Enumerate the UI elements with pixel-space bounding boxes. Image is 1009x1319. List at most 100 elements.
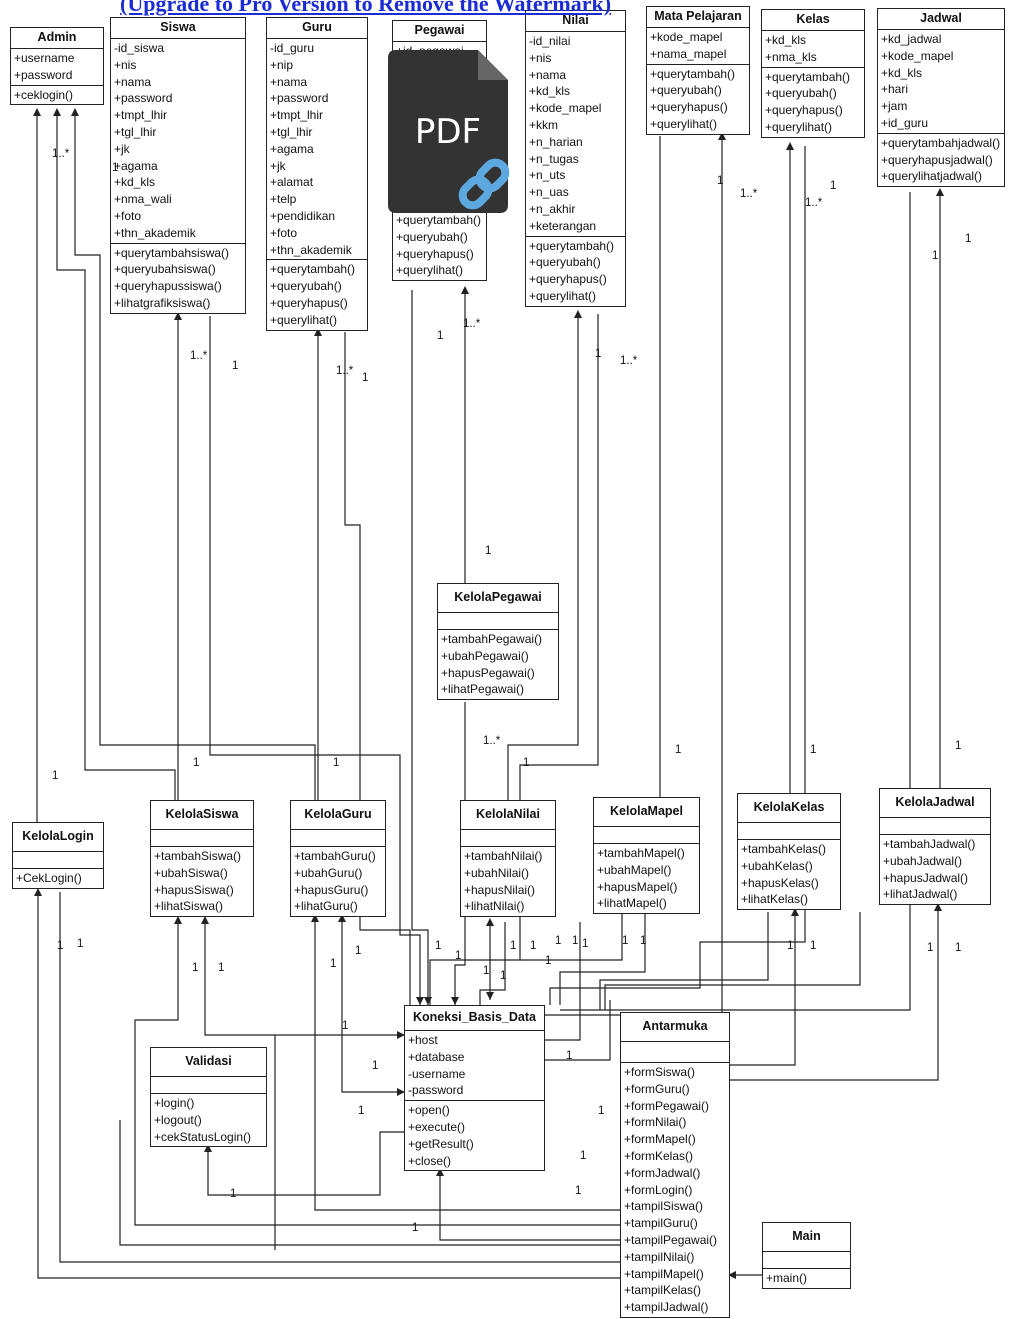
attribute-item: +thn_akademik (270, 242, 352, 257)
methods: +tambahSiswa()+ubahSiswa()+hapusSiswa()+… (151, 847, 253, 916)
attribute-item: +nama (529, 67, 567, 82)
class-antarmuka[interactable]: Antarmuka +formSiswa()+formGuru()+formPe… (620, 1012, 730, 1318)
method-item: +hapusPegawai() (441, 665, 535, 680)
attribute-item: +hari (881, 82, 909, 97)
class-admin[interactable]: Admin +username+password +ceklogin() (10, 27, 104, 106)
class-kelolajadwal[interactable]: KelolaJadwal +tambahJadwal()+ubahJadwal(… (879, 788, 991, 906)
method-item: +lihatPegawai() (441, 682, 525, 697)
class-guru[interactable]: Guru -id_guru+nip+nama+password+tmpt_lhi… (266, 17, 368, 331)
method-item: +tampilJadwal() (624, 1300, 709, 1315)
attribute-item: +agama (270, 141, 314, 156)
class-kelas[interactable]: Kelas +kd_kls+nma_kls +querytambah()+que… (761, 9, 865, 138)
method-item: +getResult() (408, 1136, 474, 1151)
method-item: +querylihat() (765, 119, 833, 134)
method-item: +formGuru() (624, 1081, 690, 1096)
method-item: +lihatGuru() (294, 899, 358, 914)
method-item: +formNilai() (624, 1115, 687, 1130)
method-item: +ubahSiswa() (154, 865, 228, 880)
attribute-item: +nama (270, 74, 308, 89)
method-item: +queryubahsiswa() (114, 262, 216, 277)
class-name: Siswa (111, 18, 245, 39)
methods: +querytambahjadwal()+queryhapusjadwal()+… (878, 134, 1004, 186)
method-item: +queryubah() (396, 229, 468, 244)
attribute-item: +tgl_lhir (270, 124, 313, 139)
attributes (151, 1077, 266, 1094)
method-item: +hapusKelas() (741, 875, 819, 890)
attributes: -id_guru+nip+nama+password+tmpt_lhir+tgl… (267, 39, 367, 261)
class-kelolamapel[interactable]: KelolaMapel +tambahMapel()+ubahMapel()+h… (593, 797, 700, 915)
method-item: +querylihatjadwal() (881, 169, 983, 184)
attribute-item: +password (270, 91, 329, 106)
multiplicity-label: 1..* (463, 318, 481, 330)
method-item: +querytambahjadwal() (881, 135, 1001, 150)
attribute-item: +kd_kls (881, 65, 923, 80)
attributes: +username+password (11, 49, 103, 86)
methods: +open()+execute()+getResult()+close() (405, 1101, 544, 1170)
method-item: +tambahPegawai() (441, 632, 543, 646)
attribute-item: +telp (270, 192, 297, 207)
method-item: +lihatSiswa() (154, 899, 224, 914)
multiplicity-label: 1..* (620, 355, 638, 367)
method-item: +lihatNilai() (464, 899, 525, 914)
method-item: +CekLogin() (16, 871, 82, 885)
method-item: +ubahJadwal() (883, 853, 963, 868)
class-kelolasiswa[interactable]: KelolaSiswa +tambahSiswa()+ubahSiswa()+h… (150, 800, 254, 918)
class-nilai[interactable]: Nilai -id_nilai+nis+nama+kd_kls+kode_map… (525, 10, 626, 307)
method-item: +ubahNilai() (464, 865, 530, 880)
class-kelolanilai[interactable]: KelolaNilai +tambahNilai()+ubahNilai()+h… (460, 800, 556, 918)
methods: +querytambah()+queryubah()+queryhapus()+… (526, 237, 625, 306)
attributes (763, 1252, 850, 1269)
method-item: +querytambah() (396, 213, 482, 227)
attribute-item: +pendidikan (270, 208, 336, 223)
watermark-text: (Upgrade to Pro Version to Remove the Wa… (120, 0, 612, 16)
method-item: +formLogin() (624, 1182, 693, 1197)
multiplicity-label: 1 (232, 360, 239, 372)
methods: +CekLogin() (13, 869, 103, 888)
multiplicity-label: 1 (830, 180, 837, 192)
multiplicity-label: 1 (545, 955, 552, 967)
methods: +main() (763, 1269, 850, 1288)
attribute-item: +foto (270, 225, 298, 240)
method-item: +queryubah() (765, 86, 837, 101)
class-kelolapegawai[interactable]: KelolaPegawai +tambahPegawai()+ubahPegaw… (437, 583, 559, 701)
multiplicity-label: 1 (787, 940, 794, 952)
attribute-item: -id_guru (270, 41, 315, 55)
multiplicity-label: 1 (218, 962, 225, 974)
method-item: +querytambahsiswa() (114, 245, 230, 260)
attribute-item: +agama (114, 158, 158, 173)
method-item: +hapusNilai() (464, 882, 536, 897)
attribute-item: +jk (270, 158, 286, 173)
method-item: +formSiswa() (624, 1065, 696, 1079)
class-kelolakelas[interactable]: KelolaKelas +tambahKelas()+ubahKelas()+h… (737, 793, 841, 911)
class-kelolaguru[interactable]: KelolaGuru +tambahGuru()+ubahGuru()+hapu… (290, 800, 386, 918)
class-mata-pelajaran[interactable]: Mata Pelajaran +kode_mapel+nama_mapel +q… (646, 6, 750, 135)
attribute-item: +keterangan (529, 218, 597, 233)
method-item: +tambahNilai() (464, 849, 543, 863)
class-validasi[interactable]: Validasi +login()+logout()+cekStatusLogi… (150, 1047, 267, 1148)
method-item: +queryubah() (529, 255, 601, 270)
multiplicity-label: 1 (355, 945, 362, 957)
attributes: +kd_kls+nma_kls (762, 31, 864, 68)
method-item: +login() (154, 1096, 195, 1110)
class-name: Kelas (762, 10, 864, 31)
multiplicity-label: 1 (582, 938, 589, 950)
method-item: +queryhapus() (396, 246, 474, 261)
method-item: +tampilSiswa() (624, 1199, 704, 1214)
method-item: +queryubah() (650, 83, 722, 98)
multiplicity-label: 1 (640, 935, 647, 947)
attribute-item: +password (114, 91, 173, 106)
multiplicity-label: 1 (810, 940, 817, 952)
class-koneksi-basis-data[interactable]: Koneksi_Basis_Data +host+database-userna… (404, 1005, 545, 1172)
multiplicity-label: 1 (523, 757, 530, 769)
method-item: +queryhapus() (765, 103, 843, 118)
multiplicity-label: 1..* (52, 148, 70, 160)
method-item: +querylihat() (650, 116, 718, 131)
class-jadwal[interactable]: Jadwal +kd_jadwal+kode_mapel+kd_kls+hari… (877, 8, 1005, 188)
class-siswa[interactable]: Siswa -id_siswa+nis+nama+password+tmpt_l… (110, 17, 246, 314)
attribute-item: +id_guru (881, 115, 929, 130)
attribute-item: +n_harian (529, 134, 583, 149)
method-item: +querytambah() (529, 238, 615, 253)
class-kelolalogin[interactable]: KelolaLogin +CekLogin() (12, 822, 104, 889)
multiplicity-label: 1 (372, 1060, 379, 1072)
class-main[interactable]: Main +main() (762, 1222, 851, 1289)
